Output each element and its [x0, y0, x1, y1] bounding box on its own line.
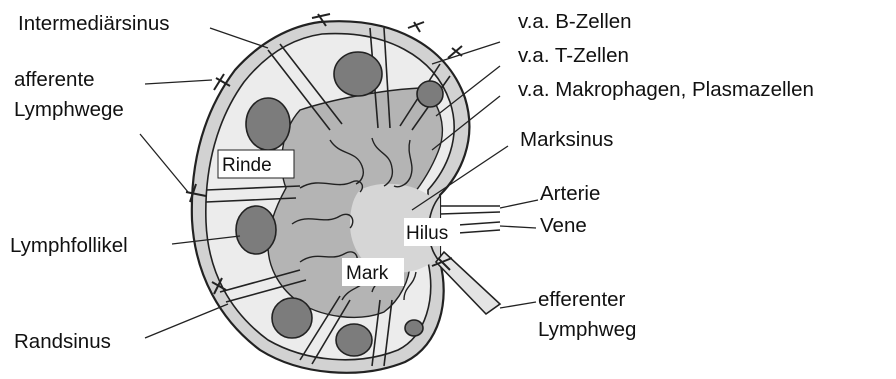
- label-rinde: Rinde: [222, 155, 272, 176]
- label-t-zellen: v.a. T-Zellen: [518, 44, 629, 67]
- label-efferenter: efferenter: [538, 288, 626, 311]
- label-lymphwege: Lymphwege: [14, 98, 124, 121]
- label-intermediaersinus: Intermediärsinus: [18, 12, 170, 35]
- label-lymphfollikel: Lymphfollikel: [10, 234, 128, 257]
- label-arterie: Arterie: [540, 182, 600, 205]
- label-mark: Mark: [346, 263, 389, 284]
- label-randsinus: Randsinus: [14, 330, 111, 353]
- label-marksinus: Marksinus: [520, 128, 613, 151]
- label-makrophagen: v.a. Makrophagen, Plasmazellen: [518, 78, 814, 101]
- label-afferente: afferente: [14, 68, 95, 91]
- label-vene: Vene: [540, 214, 587, 237]
- label-hilus: Hilus: [406, 223, 448, 244]
- label-lymphweg: Lymphweg: [538, 318, 636, 341]
- label-b-zellen: v.a. B-Zellen: [518, 10, 632, 33]
